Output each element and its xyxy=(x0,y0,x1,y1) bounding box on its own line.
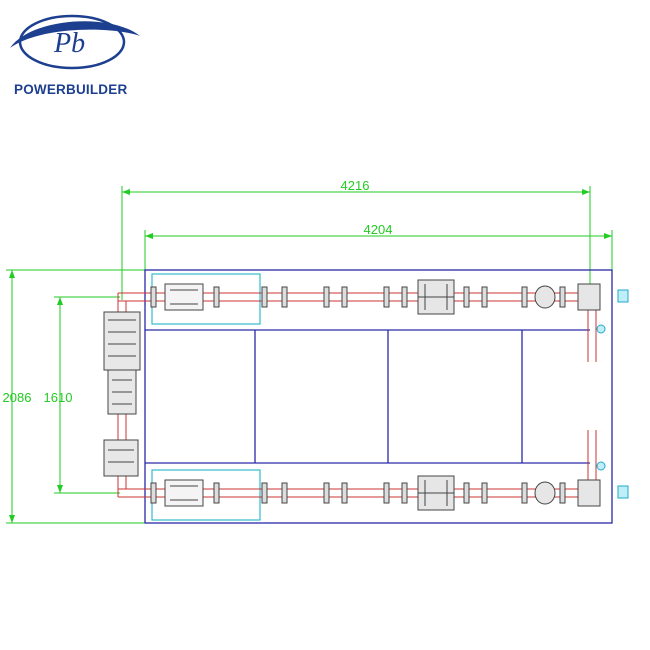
company-name: POWERBUILDER xyxy=(14,82,128,97)
dimension-arrows xyxy=(9,189,612,523)
outlet-valves xyxy=(596,289,629,499)
flow-meters xyxy=(417,279,455,511)
logo-swoosh xyxy=(10,21,140,48)
control-valves xyxy=(534,283,601,507)
skid-frame xyxy=(144,269,613,524)
dim-overall-width: 2086 xyxy=(3,390,32,405)
pipe-flanges xyxy=(150,286,566,504)
pump-motor-assembly xyxy=(103,311,141,477)
logo-monogram: Pb xyxy=(53,28,85,59)
dimension-lines xyxy=(6,186,613,524)
dim-overall-length: 4216 xyxy=(341,178,370,193)
filter-units xyxy=(164,283,204,507)
powerbuilder-logo: Pb xyxy=(10,14,140,70)
dim-pipe-spacing: 1610 xyxy=(44,390,73,405)
dim-frame-length: 4204 xyxy=(364,222,393,237)
